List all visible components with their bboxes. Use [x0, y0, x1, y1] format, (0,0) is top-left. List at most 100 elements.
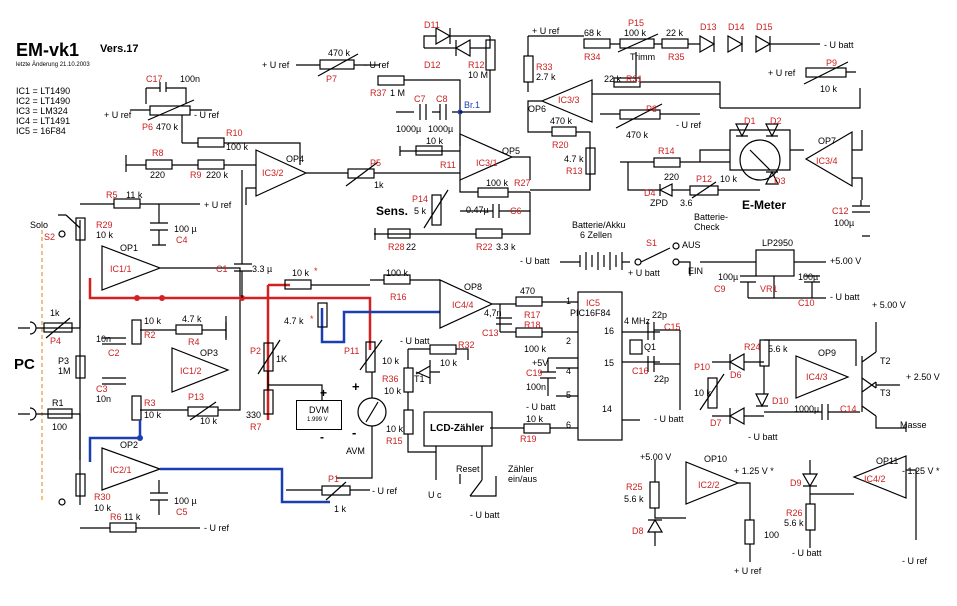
battery-check-label: Batterie- Check: [694, 212, 729, 232]
c2-value: 10n: [96, 334, 112, 344]
c7c8: [396, 104, 461, 146]
op5-label: OP5: [502, 146, 521, 156]
counter-onoff-label: Zähler ein/aus: [508, 464, 538, 484]
p5-label: P5: [370, 158, 382, 168]
d8-label: D8: [632, 526, 644, 536]
r33-body: [523, 55, 534, 83]
r36-value: 10 k: [384, 386, 402, 396]
r10-label: R10: [226, 128, 243, 138]
ic-list-item: IC2 = LT1490: [16, 96, 71, 106]
r35-value: 22 k: [666, 28, 684, 38]
d15: [755, 34, 820, 54]
aus-label: AUS: [682, 240, 701, 250]
u-ref-neg-label: - U ref: [204, 523, 230, 533]
r4-label: R4: [188, 337, 200, 347]
lcd-box: [423, 411, 493, 447]
v5-label: +5.00 V: [830, 256, 862, 266]
masse-label: Masse: [900, 420, 927, 430]
c17: [145, 82, 187, 104]
r11-label: R11: [440, 160, 456, 170]
p14-body: [431, 194, 442, 226]
op5-triangle: [459, 133, 514, 181]
jack-bottom: [18, 407, 37, 421]
op11-label: OP11: [876, 456, 899, 466]
r13-label: R13: [566, 166, 583, 176]
t1-label: T1: [414, 374, 425, 384]
r8-label: R8: [152, 148, 164, 158]
c5-value: 100 µ: [174, 496, 197, 506]
pc-label: PC: [14, 356, 35, 373]
c9-label: C9: [714, 284, 726, 294]
r15-body: [403, 409, 414, 435]
pin-4: 4: [566, 366, 572, 376]
r19-value: 10 k: [526, 414, 544, 424]
vr1-label: VR1: [760, 284, 778, 294]
c8-value: 1000µ: [428, 124, 454, 134]
last-change-note: letzte Änderung 21.10.2003: [16, 62, 90, 68]
r7-value: 330: [246, 410, 262, 420]
p12-label: P12: [696, 174, 713, 184]
op4-label: OP4: [286, 154, 305, 164]
r30-body: [75, 473, 86, 497]
u-batt-pos-label: + U batt: [628, 268, 660, 278]
u-ref-pos-label: + U ref: [734, 566, 762, 576]
c12-label: C12: [832, 206, 849, 216]
r20-value: 470 k: [550, 116, 573, 126]
d6-label: D6: [730, 370, 742, 380]
r-top-value: 10 k: [292, 268, 310, 278]
r32-label: R32: [458, 340, 475, 350]
c2: [102, 337, 126, 345]
r25-body: [649, 481, 660, 509]
dvm-label: DVM: [309, 405, 329, 415]
c16: [647, 356, 680, 372]
d4: [658, 183, 673, 197]
avm-label: AVM: [346, 446, 365, 456]
op1-triangle: [101, 245, 162, 291]
r22-value: 3.3 k: [496, 242, 516, 252]
v5b-label: + 5.00 V: [872, 300, 906, 310]
r26-value: 5.6 k: [784, 518, 804, 528]
d3: [765, 170, 779, 185]
dvm-reading: 1.999 V: [307, 417, 328, 423]
c10-label: C10: [798, 298, 815, 308]
r36-label: R36: [382, 374, 399, 384]
ein-label: EIN: [688, 266, 704, 276]
d1-label: D1: [744, 116, 756, 126]
p10-label: P10: [694, 362, 711, 372]
star-mark: *: [314, 266, 318, 276]
v5d-label: +5.00 V: [640, 452, 672, 462]
blue-signal-path: [88, 308, 440, 504]
battery-cells: 6 Zellen: [580, 230, 613, 240]
r19-body: [523, 423, 551, 434]
r4-value: 4.7 k: [182, 314, 202, 324]
r2-value: 10 k: [144, 316, 162, 326]
lcd-label: LCD-Zähler: [430, 423, 484, 434]
c12-value: 100µ: [834, 218, 855, 228]
r24-value: 5.6 k: [768, 344, 788, 354]
p11-body: [365, 341, 376, 373]
r14-body: [653, 157, 681, 168]
c19-value: 100n: [526, 382, 547, 392]
p8-label: P8: [646, 104, 658, 114]
lp2950-box: [755, 249, 795, 277]
c1-value: 3.3 µ: [252, 264, 273, 274]
r1-label: R1: [52, 398, 64, 408]
p5-value: 1k: [374, 180, 384, 190]
c12: [852, 200, 870, 213]
t3-label: T3: [880, 388, 891, 398]
ic33-label: IC3/3: [558, 95, 580, 105]
p4-value: 1k: [50, 308, 60, 318]
op10-triangle: [685, 461, 740, 505]
c6-value: 0.47µ: [466, 205, 489, 215]
c10: [804, 275, 820, 298]
ic-list-item: IC1 = LT1490: [16, 86, 71, 96]
p8-value: 470 k: [626, 130, 649, 140]
op4-triangle: [255, 149, 308, 197]
d10: [755, 393, 769, 408]
u-ref-pos-label: + U ref: [262, 60, 290, 70]
r20-label: R20: [552, 140, 569, 150]
c10-value: 100µ: [798, 272, 819, 282]
d7-label: D7: [710, 418, 722, 428]
pin-14: 14: [602, 404, 613, 414]
zpd-value: 3.6: [680, 198, 693, 208]
